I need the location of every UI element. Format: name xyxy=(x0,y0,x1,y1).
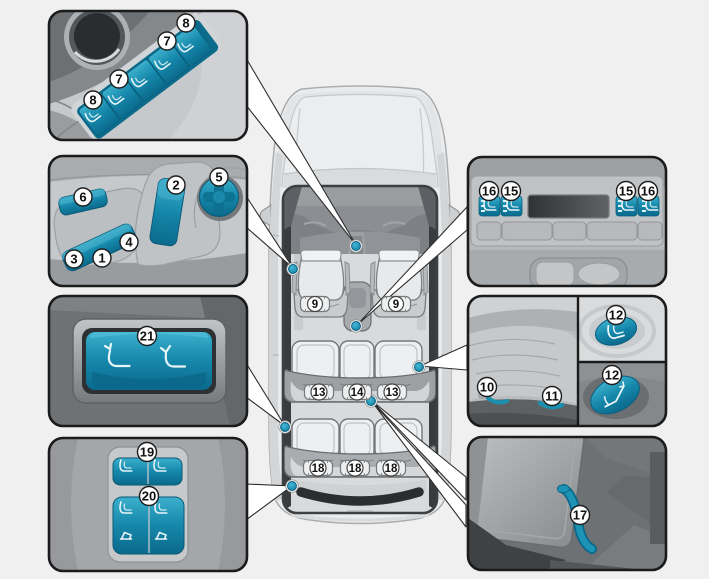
svg-text:11: 11 xyxy=(545,389,559,404)
svg-text:7: 7 xyxy=(163,34,170,49)
svg-text:14: 14 xyxy=(351,387,364,399)
svg-text:6: 6 xyxy=(79,190,86,205)
svg-text:12: 12 xyxy=(609,308,623,323)
svg-text:13: 13 xyxy=(386,387,399,399)
svg-text:9: 9 xyxy=(312,299,318,311)
svg-text:15: 15 xyxy=(504,184,518,199)
svg-text:4: 4 xyxy=(125,235,133,250)
svg-text:3: 3 xyxy=(70,252,77,267)
svg-text:7: 7 xyxy=(115,72,122,87)
svg-text:13: 13 xyxy=(313,387,326,399)
svg-text:9: 9 xyxy=(393,299,399,311)
svg-text:5: 5 xyxy=(215,170,222,185)
svg-text:19: 19 xyxy=(140,445,154,460)
svg-text:18: 18 xyxy=(385,463,398,475)
svg-text:18: 18 xyxy=(312,463,325,475)
svg-text:18: 18 xyxy=(349,463,362,475)
svg-text:10: 10 xyxy=(480,380,494,395)
svg-text:8: 8 xyxy=(182,16,189,31)
svg-text:8: 8 xyxy=(89,93,96,108)
svg-text:21: 21 xyxy=(140,329,154,344)
svg-text:15: 15 xyxy=(619,184,633,199)
svg-text:2: 2 xyxy=(172,178,179,193)
svg-text:1: 1 xyxy=(98,251,105,266)
svg-text:16: 16 xyxy=(641,184,655,199)
svg-text:12: 12 xyxy=(605,368,619,383)
svg-text:17: 17 xyxy=(573,508,587,523)
svg-text:20: 20 xyxy=(142,489,156,504)
svg-text:16: 16 xyxy=(482,184,496,199)
